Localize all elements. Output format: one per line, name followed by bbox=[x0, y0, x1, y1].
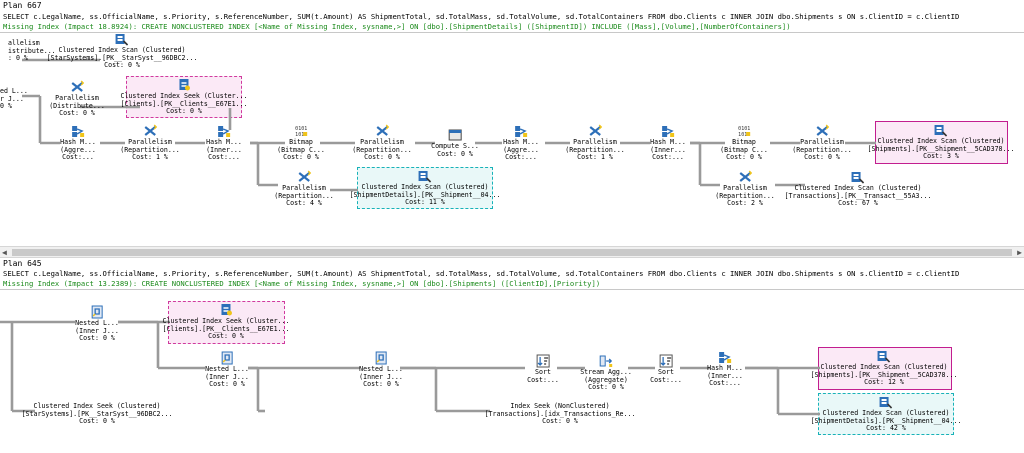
divider bbox=[0, 289, 1024, 290]
clustered-index-seek-icon bbox=[219, 303, 233, 317]
missing-index-hint[interactable]: Missing Index (Impact 18.8924): CREATE N… bbox=[3, 22, 791, 31]
node-clustered-index-scan-transactions[interactable]: Clustered Index Scan (Clustered)[Transac… bbox=[785, 170, 931, 208]
svg-text:0101: 0101 bbox=[295, 126, 307, 132]
scroll-right-icon[interactable]: ▶ bbox=[1017, 248, 1022, 257]
parallelism-icon bbox=[70, 80, 84, 94]
highlight-shipmentdetails-scan bbox=[818, 393, 954, 435]
hash-match-icon bbox=[71, 124, 85, 138]
plan-title: Plan 645 bbox=[3, 259, 42, 268]
node-hash-match-inner-3[interactable]: Hash M...(Inner...Cost:... bbox=[650, 124, 686, 162]
hash-match-icon bbox=[217, 124, 231, 138]
node-clustered-index-seek-clients[interactable]: Clustered Index Seek (Cluster...[Clients… bbox=[162, 303, 290, 341]
parallelism-icon bbox=[815, 124, 829, 138]
node-nested-edge[interactable]: ed L...r J...0 % bbox=[0, 87, 28, 111]
node-parallelism-repartition-6[interactable]: Parallelism(Repartition...Cost: 2 % bbox=[715, 170, 775, 208]
node-compute-scalar[interactable]: Compute S...Cost: 0 % bbox=[431, 128, 479, 158]
node-parallelism-distribute[interactable]: Parallelism(Distribute...Cost: 0 % bbox=[49, 80, 105, 118]
nested-loops-icon bbox=[374, 351, 388, 365]
parallelism-icon bbox=[588, 124, 602, 138]
missing-index-hint[interactable]: Missing Index (Impact 13.2389): CREATE N… bbox=[3, 279, 601, 288]
node-parallelism-repartition-2[interactable]: Parallelism(Repartition...Cost: 0 % bbox=[352, 124, 412, 162]
clustered-index-scan-icon bbox=[418, 169, 432, 183]
plan-pane-667[interactable]: Plan 667 SELECT c.LegalName, ss.Official… bbox=[0, 0, 1024, 246]
node-parallelism-repartition-1[interactable]: Parallelism(Repartition...Cost: 1 % bbox=[120, 124, 180, 162]
parallelism-icon bbox=[297, 170, 311, 184]
node-nested-loops-1[interactable]: Nested L...(Inner J...Cost: 0 % bbox=[75, 305, 119, 343]
query-text: SELECT c.LegalName, ss.OfficialName, s.P… bbox=[3, 269, 960, 278]
scroll-left-icon[interactable]: ◀ bbox=[2, 248, 7, 257]
sort-icon bbox=[536, 354, 550, 368]
clustered-index-scan-icon bbox=[879, 395, 893, 409]
node-clustered-index-seek-clients[interactable]: Clustered Index Seek (Cluster...[Clients… bbox=[120, 78, 248, 116]
svg-text:0101: 0101 bbox=[738, 126, 750, 132]
nested-loops-icon bbox=[220, 351, 234, 365]
node-parallelism-repartition-3[interactable]: Parallelism(Repartition...Cost: 1 % bbox=[565, 124, 625, 162]
nested-loops-icon bbox=[90, 305, 104, 319]
node-index-seek-transactions[interactable]: Index Seek (NonClustered)[Transactions].… bbox=[484, 402, 636, 426]
node-parallelism-repartition-5[interactable]: Parallelism(Repartition...Cost: 4 % bbox=[274, 170, 334, 208]
query-text: SELECT c.LegalName, ss.OfficialName, s.P… bbox=[3, 12, 960, 21]
node-hash-match-inner-2[interactable]: Hash M...(Inner...Cost:... bbox=[206, 124, 242, 162]
node-hash-match[interactable]: Hash M...(Inner...Cost:... bbox=[707, 350, 743, 388]
clustered-index-scan-icon bbox=[115, 32, 129, 46]
node-hash-match-aggregate[interactable]: Hash M...(Aggre...Cost:... bbox=[60, 124, 96, 162]
clustered-index-seek-icon bbox=[177, 78, 191, 92]
compute-scalar-icon bbox=[448, 128, 462, 142]
horizontal-scrollbar[interactable]: ◀ ▶ bbox=[0, 246, 1024, 258]
svg-text:1010: 1010 bbox=[738, 132, 750, 138]
clustered-index-scan-icon bbox=[851, 170, 865, 184]
hash-match-icon bbox=[661, 124, 675, 138]
hash-match-icon bbox=[718, 350, 732, 364]
node-clustered-index-scan-shipments[interactable]: Clustered Index Scan (Clustered)[Shipmen… bbox=[811, 349, 957, 387]
node-hash-match-aggregate-2[interactable]: Hash M...(Aggre...Cost:... bbox=[503, 124, 539, 162]
hash-match-icon bbox=[514, 124, 528, 138]
node-nested-loops-2[interactable]: Nested L...(Inner J...Cost: 0 % bbox=[205, 351, 249, 389]
node-clustered-index-scan-shipmentdetails[interactable]: Clustered Index Scan (Clustered)[Shipmen… bbox=[350, 169, 500, 207]
node-clustered-index-seek-starsystems[interactable]: Clustered Index Seek (Clustered)[StarSys… bbox=[21, 402, 173, 426]
divider bbox=[0, 32, 1024, 33]
sort-icon bbox=[659, 354, 673, 368]
parallelism-icon bbox=[738, 170, 752, 184]
parallelism-icon bbox=[375, 124, 389, 138]
scroll-thumb[interactable] bbox=[12, 249, 1012, 256]
clustered-index-scan-icon bbox=[877, 349, 891, 363]
node-parallelism-repartition-4[interactable]: Parallelism(Repartition...Cost: 0 % bbox=[792, 124, 852, 162]
node-clustered-index-scan-starsystems[interactable]: Clustered Index Scan (Clustered)[StarSys… bbox=[47, 32, 197, 70]
node-clustered-index-scan-shipmentdetails[interactable]: Clustered Index Scan (Clustered)[Shipmen… bbox=[811, 395, 961, 433]
plan-pane-645[interactable]: Plan 645 SELECT c.LegalName, ss.Official… bbox=[0, 258, 1024, 453]
stream-aggregate-icon bbox=[599, 354, 613, 368]
svg-text:1010: 1010 bbox=[295, 132, 307, 138]
plan-edges bbox=[22, 58, 876, 192]
plan-title: Plan 667 bbox=[3, 1, 42, 10]
parallelism-icon bbox=[143, 124, 157, 138]
node-clustered-index-scan-shipments[interactable]: Clustered Index Scan (Clustered)[Shipmen… bbox=[868, 123, 1014, 161]
plan-edges bbox=[0, 320, 820, 416]
clustered-index-scan-icon bbox=[934, 123, 948, 137]
node-nested-loops-3[interactable]: Nested L...(Inner J...Cost: 0 % bbox=[359, 351, 403, 389]
node-stream-aggregate[interactable]: Stream Agg...(Aggregate)Cost: 0 % bbox=[580, 354, 632, 392]
